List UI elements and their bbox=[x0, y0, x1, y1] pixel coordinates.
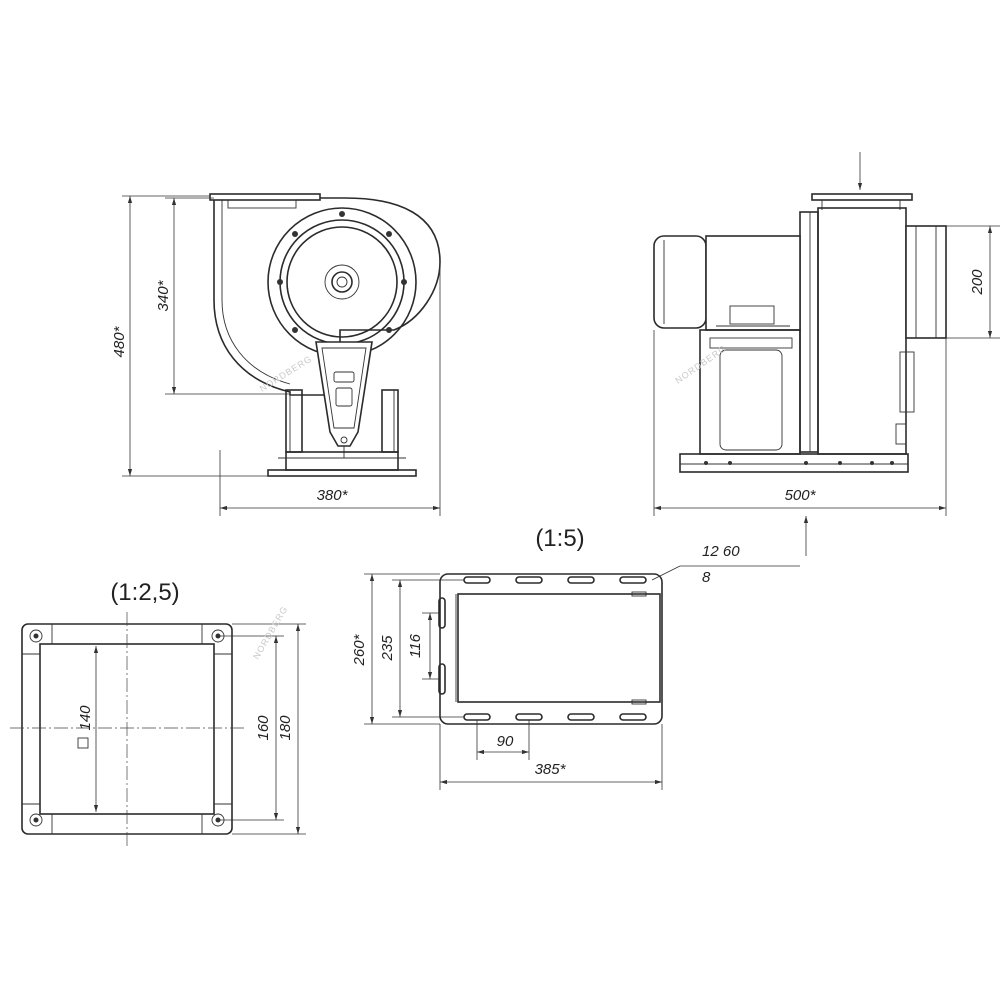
watermark-front: NORDBERG bbox=[258, 353, 314, 393]
side-housing bbox=[817, 207, 907, 455]
pedestal-leg-left bbox=[285, 389, 303, 453]
base-plate-top bbox=[439, 573, 663, 725]
motor-endcap bbox=[653, 235, 707, 329]
base-view: (1:5) 12 60 8 260* bbox=[351, 525, 800, 790]
base-opening bbox=[457, 593, 661, 703]
front-view: NORDBERG 480* 340* 380* bbox=[111, 193, 441, 516]
base-pedestal bbox=[285, 451, 399, 471]
support-bracket bbox=[315, 341, 373, 447]
volute-housing bbox=[213, 197, 441, 396]
motor-flange bbox=[267, 207, 417, 357]
dim-depth-holes: 235 bbox=[379, 635, 396, 662]
dim-slot-pitch: 90 bbox=[497, 733, 514, 750]
dim-slot: 12 60 bbox=[702, 543, 740, 560]
outlet-spigot bbox=[905, 225, 947, 339]
shaft-hub bbox=[331, 271, 353, 293]
dim-slot-count: 8 bbox=[702, 569, 711, 586]
dim-hole-pitch: 160 bbox=[255, 715, 272, 741]
dim-length-base: 385* bbox=[535, 761, 567, 778]
dim-length-side: 500* bbox=[785, 487, 817, 504]
side-view: NORDBERG 200 500* bbox=[653, 152, 1000, 556]
flange-scale: (1:2,5) bbox=[110, 579, 179, 606]
pedestal-leg-right bbox=[381, 389, 399, 453]
base-slots-top bbox=[463, 576, 647, 584]
dim-side-slot: 116 bbox=[407, 633, 424, 658]
dim-depth-total: 260* bbox=[351, 633, 368, 666]
dim-width-front: 380* bbox=[317, 487, 349, 504]
side-base-plate bbox=[679, 453, 909, 473]
square-symbol bbox=[77, 737, 89, 749]
dim-height-axis: 340* bbox=[155, 279, 172, 311]
watermark-flange: NORDBERG bbox=[251, 604, 290, 661]
flange-bolt-holes bbox=[29, 629, 225, 827]
dim-flange-outer: 180 bbox=[277, 715, 294, 741]
base-plate bbox=[267, 469, 417, 477]
dim-height-total: 480* bbox=[111, 325, 128, 357]
motor-body bbox=[705, 235, 801, 331]
side-outlet-flange bbox=[811, 193, 913, 201]
flange-view: (1:2,5) 140 160 180 NORDBE bbox=[10, 579, 306, 846]
dim-inner-square: 140 bbox=[77, 705, 94, 731]
base-scale: (1:5) bbox=[535, 525, 584, 552]
base-slots-bottom bbox=[463, 713, 647, 721]
dim-outlet: 200 bbox=[969, 269, 986, 296]
outlet-flange-top bbox=[209, 193, 321, 201]
